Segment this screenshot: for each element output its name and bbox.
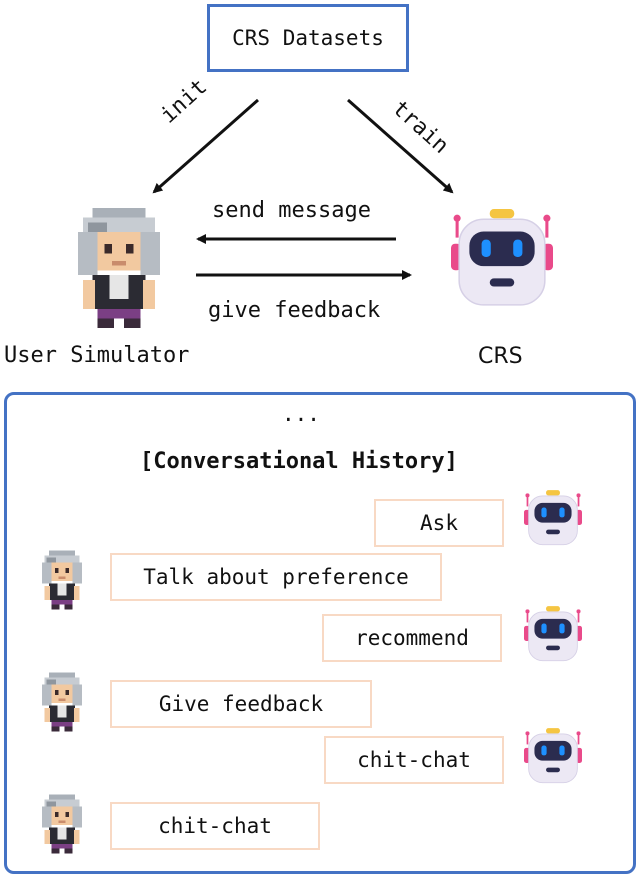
- history-title: [Conversational History]: [140, 449, 458, 474]
- crs-robot-icon: [524, 605, 582, 662]
- message-text: recommend: [355, 626, 469, 650]
- message-text: Ask: [420, 511, 458, 535]
- message-text: Give feedback: [158, 692, 324, 716]
- crs-datasets-label: CRS Datasets: [232, 26, 384, 50]
- crs-robot-icon: [524, 727, 582, 784]
- user-avatar-icon: [42, 794, 82, 854]
- message-text: chit-chat: [357, 748, 471, 772]
- crs-message-bubble: chit-chat: [324, 736, 504, 784]
- crs-message-bubble: recommend: [322, 614, 502, 662]
- give-feedback-label: give feedback: [208, 298, 381, 323]
- crs-robot-icon: [451, 207, 553, 307]
- user-message-bubble: chit-chat: [110, 802, 320, 850]
- message-text: Talk about preference: [143, 565, 409, 589]
- user-message-bubble: Talk about preference: [110, 553, 442, 601]
- user-avatar-icon: [42, 672, 82, 732]
- message-text: chit-chat: [158, 814, 272, 838]
- crs-label: CRS: [478, 344, 523, 369]
- send-message-label: send message: [212, 198, 371, 223]
- flow-arrows: [152, 98, 454, 280]
- user-avatar-icon: [42, 550, 82, 610]
- crs-datasets-box: CRS Datasets: [207, 4, 409, 72]
- train-arrow: [347, 98, 454, 194]
- crs-message-bubble: Ask: [374, 499, 504, 547]
- crs-robot-icon: [524, 489, 582, 546]
- history-ellipsis: ...: [282, 402, 320, 426]
- user-message-bubble: Give feedback: [110, 680, 372, 728]
- user-simulator-label: User Simulator: [4, 343, 190, 368]
- conversational-history-panel: [4, 392, 636, 874]
- init-arrow: [152, 98, 259, 194]
- user-simulator-icon: [78, 208, 160, 328]
